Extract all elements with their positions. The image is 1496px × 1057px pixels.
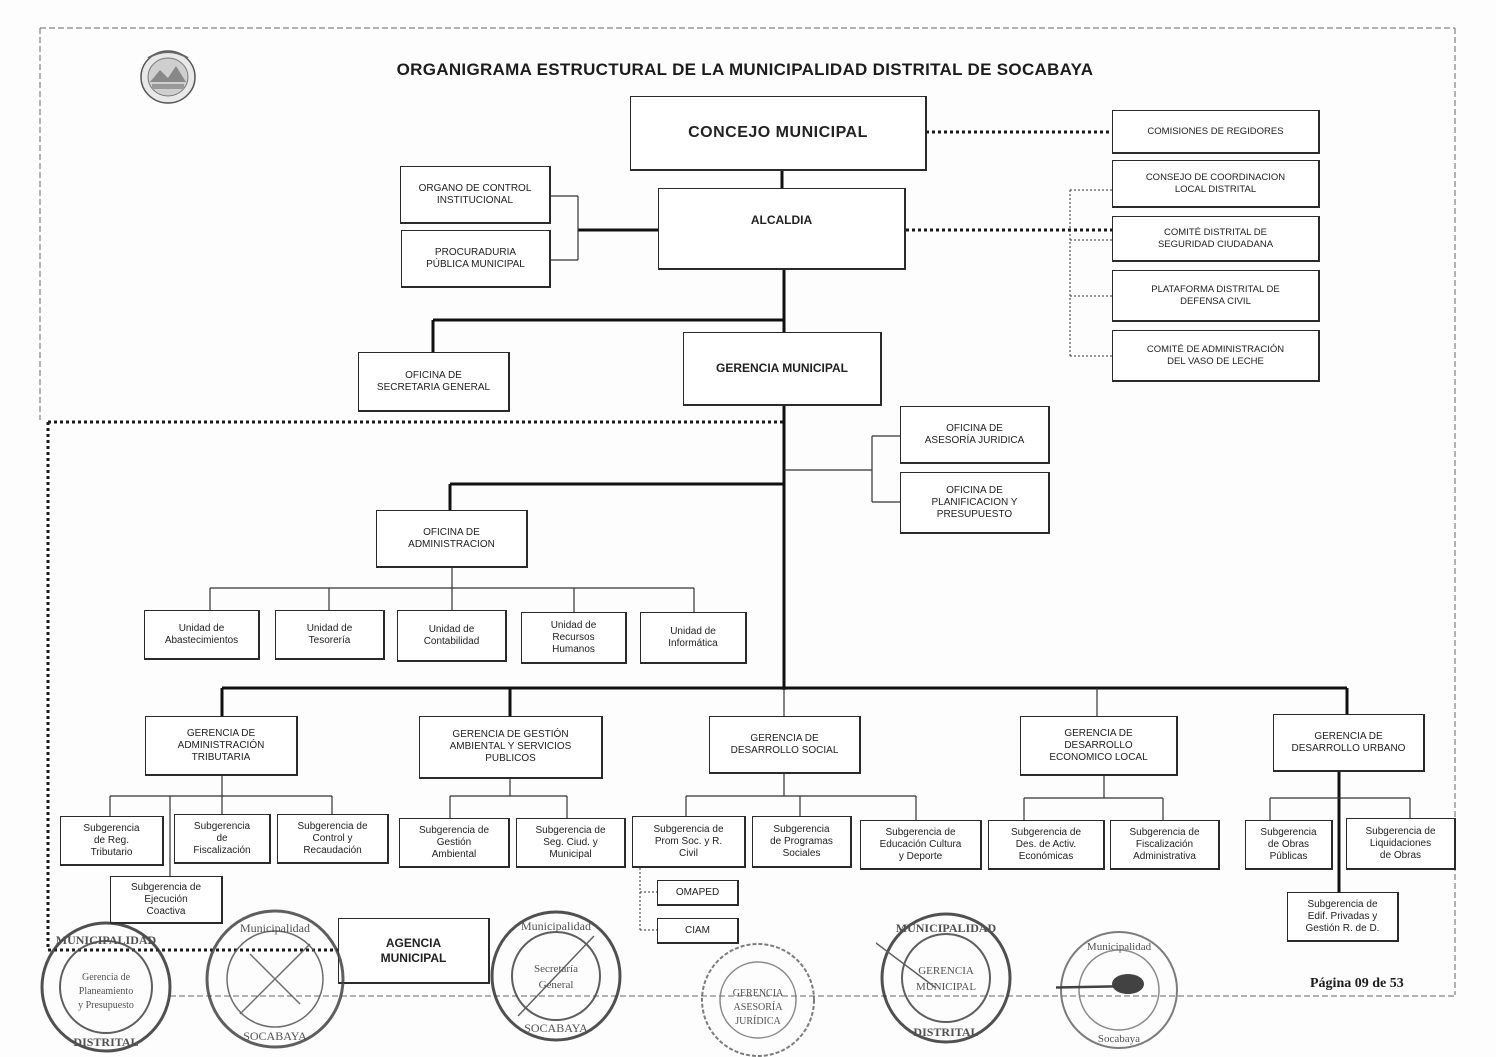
- svg-text:GERENCIA: GERENCIA: [733, 988, 784, 999]
- svg-text:Municipalidad: Municipalidad: [1087, 941, 1152, 953]
- plataforma-defensa-box: PLATAFORMA DISTRITAL DE DEFENSA CIVIL: [1112, 270, 1320, 322]
- asesoria-stamp-icon: GERENCIA ASESORÍA JURÍDICA: [698, 940, 818, 1057]
- svg-text:DISTRITAL: DISTRITAL: [73, 1035, 138, 1049]
- svg-text:General: General: [539, 979, 574, 991]
- procuraduria-box: PROCURADURIA PÚBLICA MUNICIPAL: [401, 230, 551, 288]
- svg-text:SOCABAYA: SOCABAYA: [524, 1021, 588, 1035]
- secretaria-general-box: OFICINA DE SECRETARIA GENERAL: [358, 352, 510, 412]
- subgerencia-ejecucion-coactiva-box: Subgerencia de Ejecución Coactiva: [110, 876, 223, 924]
- page-number: Página 09 de 53: [1310, 976, 1404, 991]
- asesoria-juridica-box: OFICINA DE ASESORÍA JURIDICA: [900, 406, 1050, 464]
- subgerencia-fisc-administrativa-box: Subgerencia de Fiscalización Administrat…: [1110, 820, 1220, 870]
- subgerencia-edif-privadas-box: Subgerencia de Edif. Privadas y Gestión …: [1287, 892, 1399, 942]
- svg-text:Secretaría: Secretaría: [534, 963, 578, 975]
- comite-vaso-leche-box: COMITÉ DE ADMINISTRACIÓN DEL VASO DE LEC…: [1112, 330, 1320, 382]
- subgerencia-gestion-ambiental-box: Subgerencia de Gestión Ambiental: [399, 818, 510, 868]
- omaped-box: OMAPED: [657, 880, 739, 906]
- alcalde-stamp-icon: Municipalidad Socabaya: [1025, 928, 1182, 1057]
- svg-text:MUNICIPAL: MUNICIPAL: [916, 981, 976, 993]
- municipal-crest-icon: [138, 48, 198, 106]
- gerencia-stamp-icon: MUNICIPALIDAD DISTRITAL GERENCIA MUNICIP…: [855, 908, 1016, 1053]
- comite-seguridad-box: COMITÉ DISTRITAL DE SEGURIDAD CIUDADANA: [1112, 216, 1320, 262]
- comisiones-box: COMISIONES DE REGIDORES: [1112, 110, 1320, 154]
- subgerencia-fiscalizacion-box: Subgerencia de Fiscalización: [174, 814, 271, 864]
- gerencia-economico-box: GERENCIA DE DESARROLLO ECONOMICO LOCAL: [1020, 716, 1178, 776]
- alcaldia-stamp-icon: Municipalidad SOCABAYA: [200, 904, 350, 1057]
- planificacion-presupuesto-box: OFICINA DE PLANIFICACION Y PRESUPUESTO: [900, 472, 1050, 534]
- gerencia-ambiental-box: GERENCIA DE GESTIÓN AMBIENTAL Y SERVICIO…: [419, 716, 603, 779]
- concejo-municipal-box: CONCEJO MUNICIPAL: [630, 96, 927, 171]
- subgerencia-liquidaciones-box: Subgerencia de Liquidaciones de Obras: [1346, 818, 1456, 870]
- gerencia-desarrollo-social-box: GERENCIA DE DESARROLLO SOCIAL: [709, 716, 861, 774]
- gerencia-urbano-box: GERENCIA DE DESARROLLO URBANO: [1273, 714, 1425, 772]
- svg-text:Socabaya: Socabaya: [1098, 1033, 1140, 1045]
- oficina-administracion-box: OFICINA DE ADMINISTRACION: [376, 510, 528, 568]
- organo-control-box: ORGANO DE CONTROL INSTITUCIONAL: [400, 166, 551, 224]
- subgerencia-educacion-box: Subgerencia de Educación Cultura y Depor…: [860, 820, 982, 870]
- svg-text:Municipalidad: Municipalidad: [521, 919, 591, 933]
- gerencia-municipal-box: GERENCIA MUNICIPAL: [683, 332, 882, 406]
- subgerencia-reg-tributario-box: Subgerencia de Reg. Tributario: [60, 816, 164, 866]
- chart-title: ORGANIGRAMA ESTRUCTURAL DE LA MUNICIPALI…: [396, 60, 1094, 79]
- subgerencia-programas-sociales-box: Subgerencia de Programas Sociales: [752, 816, 852, 868]
- unidad-abastecimientos-box: Unidad de Abastecimientos: [144, 610, 260, 660]
- secretaria-stamp-icon: Municipalidad SOCABAYA Secretaría Genera…: [488, 906, 624, 1051]
- consejo-coordinacion-box: CONSEJO DE COORDINACION LOCAL DISTRITAL: [1112, 160, 1320, 208]
- unidad-informatica-box: Unidad de Informática: [640, 612, 747, 664]
- ciam-box: CIAM: [657, 918, 739, 944]
- alcaldia-box: ALCALDIA: [658, 188, 906, 270]
- svg-text:DISTRITAL: DISTRITAL: [913, 1025, 978, 1039]
- unidad-tesoreria-box: Unidad de Tesorería: [275, 610, 385, 660]
- svg-text:JURÍDICA: JURÍDICA: [735, 1015, 781, 1027]
- subgerencia-obras-publicas-box: Subgerencia de Obras Públicas: [1245, 820, 1333, 870]
- svg-text:ASESORÍA: ASESORÍA: [734, 1001, 784, 1013]
- subgerencia-control-recaudacion-box: Subgerencia de Control y Recaudación: [277, 814, 389, 864]
- gerencia-tributaria-box: GERENCIA DE ADMINISTRACIÓN TRIBUTARIA: [145, 716, 298, 776]
- svg-text:y Presupuesto: y Presupuesto: [78, 1000, 134, 1011]
- svg-text:MUNICIPALIDAD: MUNICIPALIDAD: [896, 921, 997, 935]
- unidad-contabilidad-box: Unidad de Contabilidad: [397, 610, 507, 662]
- agencia-municipal-box: AGENCIA MUNICIPAL: [338, 918, 490, 984]
- planificacion-stamp-icon: MUNICIPALIDAD DISTRITAL Gerencia de Plan…: [36, 918, 176, 1057]
- svg-text:Gerencia de: Gerencia de: [82, 972, 131, 983]
- subgerencia-prom-social-box: Subgerencia de Prom Soc. y R. Civil: [632, 816, 746, 868]
- svg-text:Planeamiento: Planeamiento: [79, 986, 133, 997]
- svg-text:MUNICIPALIDAD: MUNICIPALIDAD: [56, 933, 157, 947]
- svg-text:Municipalidad: Municipalidad: [240, 921, 310, 935]
- subgerencia-des-activ-box: Subgerencia de Des. de Activ. Económicas: [988, 820, 1105, 870]
- svg-text:SOCABAYA: SOCABAYA: [243, 1029, 307, 1043]
- unidad-recursos-humanos-box: Unidad de Recursos Humanos: [521, 612, 627, 664]
- subgerencia-seg-ciudadana-box: Subgerencia de Seg. Ciud. y Municipal: [516, 818, 626, 868]
- svg-text:GERENCIA: GERENCIA: [918, 965, 974, 977]
